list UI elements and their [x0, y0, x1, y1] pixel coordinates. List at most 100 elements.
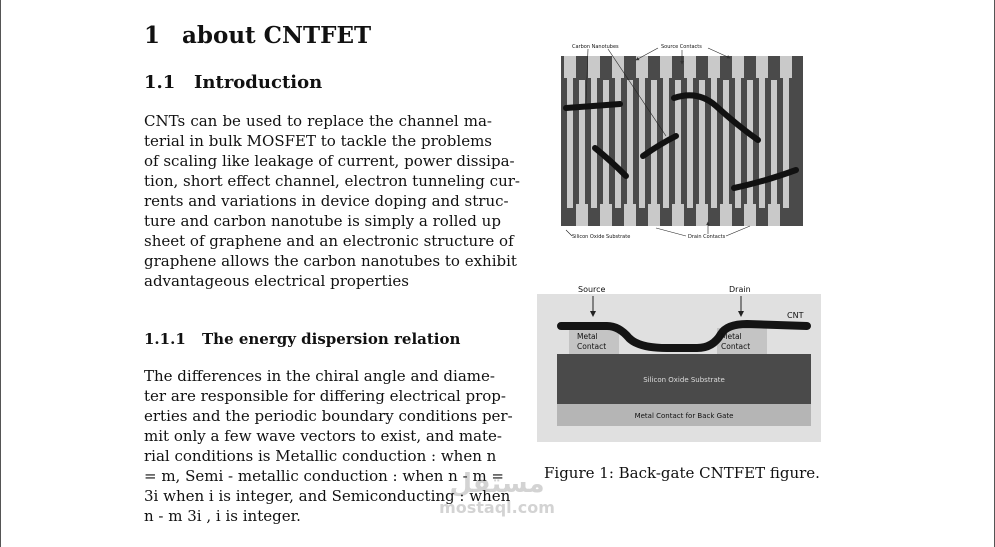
- source-finger: [567, 78, 573, 208]
- cntfet-top-view-figure: Carbon Nanotubes Source Contacts Silicon…: [561, 44, 803, 240]
- drain-contact-pad: [672, 204, 684, 226]
- subsection-title: Introduction: [194, 72, 323, 93]
- label-metal-right-2: Contact: [721, 342, 750, 351]
- label-carbon-nanotubes: Carbon Nanotubes: [572, 44, 619, 50]
- source-contact-pad: [612, 56, 624, 78]
- dispersion-line: ter are responsible for differing electr…: [144, 387, 506, 405]
- label-metal-left-2: Contact: [577, 342, 606, 351]
- dispersion-line: n - m 3i , i is integer.: [144, 507, 301, 525]
- subsection-number: 1.1: [144, 72, 176, 93]
- section-number: 1: [144, 22, 161, 49]
- source-finger: [687, 78, 693, 208]
- cnt-channel: [557, 320, 811, 352]
- nanotube-3: [640, 133, 679, 159]
- back-gate-layer: [557, 404, 811, 426]
- drain-contact-pad: [624, 204, 636, 226]
- metal-contact-left: [569, 328, 619, 354]
- pointer-source-c: [707, 47, 731, 59]
- pointer-cnt-a: [585, 48, 589, 105]
- subsection-heading: 1.1 Introduction: [144, 72, 322, 93]
- subsubsection-heading: 1.1.1 The energy dispersion relation: [144, 330, 460, 348]
- source-contact-pad: [564, 56, 576, 78]
- source-finger: [735, 78, 741, 208]
- drain-finger: [627, 80, 633, 208]
- label-silicon-oxide-substrate-2: Silicon Oxide Substrate: [643, 376, 725, 384]
- label-source-contacts: Source Contacts: [661, 44, 702, 50]
- source-contact-pad: [732, 56, 744, 78]
- watermark-arabic: مستقل: [449, 469, 545, 499]
- intro-paragraph: CNTs can be used to replace the channel …: [144, 111, 520, 291]
- source-finger: [759, 78, 765, 208]
- label-source: Source: [578, 285, 606, 294]
- dispersion-paragraph: The differences in the chiral angle and …: [144, 366, 513, 526]
- dispersion-line: 3i when i is integer, and Semiconducting…: [144, 487, 511, 505]
- intro-line: CNTs can be used to replace the channel …: [144, 112, 492, 130]
- intro-line: terial in bulk MOSFET to tackle the prob…: [144, 132, 492, 150]
- drain-finger: [579, 80, 585, 208]
- label-cnt: CNT: [787, 311, 804, 320]
- silicon-oxide-layer: [557, 354, 811, 404]
- figure-caption: Figure 1: Back-gate CNTFET figure.: [544, 464, 820, 482]
- intro-line: ture and carbon nanotube is simply a rol…: [144, 212, 501, 230]
- drain-finger: [723, 80, 729, 208]
- page-left-edge: [0, 0, 1, 547]
- subsubsection-title: The energy dispersion relation: [202, 330, 461, 348]
- subsubsection-number: 1.1.1: [144, 330, 186, 348]
- dispersion-line: rial conditions is Metallic conduction :…: [144, 447, 497, 465]
- dispersion-line: The differences in the chiral angle and …: [144, 367, 495, 385]
- source-finger: [615, 78, 621, 208]
- nanotube-2: [592, 145, 629, 179]
- label-silicon-oxide-substrate: Silicon Oxide Substrate: [572, 234, 630, 240]
- source-contact-pad: [636, 56, 648, 78]
- pointer-drain-c: [725, 225, 751, 237]
- intro-line: graphene allows the carbon nanotubes to …: [144, 252, 517, 270]
- intro-line: advantageous electrical properties: [144, 272, 409, 290]
- label-metal-left-1: Metal: [577, 332, 598, 341]
- source-contact-pad: [660, 56, 672, 78]
- label-metal-right-1: Metal: [721, 332, 742, 341]
- intro-line: tion, short effect channel, electron tun…: [144, 172, 520, 190]
- drain-finger: [771, 80, 777, 208]
- dispersion-line: = m, Semi - metallic conduction : when n…: [144, 467, 504, 485]
- source-finger: [639, 78, 645, 208]
- dispersion-line: mit only a few wave vectors to exist, an…: [144, 427, 502, 445]
- pointer-drain-a: [655, 227, 687, 237]
- drain-finger: [747, 80, 753, 208]
- watermark-latin: mostaql.com: [439, 498, 555, 517]
- section-heading: 1 about CNTFET: [144, 22, 371, 49]
- drain-finger: [675, 80, 681, 208]
- source-contact-pad: [708, 56, 720, 78]
- source-finger: [783, 78, 789, 208]
- drain-finger: [651, 80, 657, 208]
- source-contact-pad: [588, 56, 600, 78]
- nanotube-5: [731, 167, 799, 191]
- pointer-source-a: [635, 47, 659, 61]
- source-contact-pad: [780, 56, 792, 78]
- source-finger: [591, 78, 597, 208]
- intro-line: rents and variations in device doping an…: [144, 192, 509, 210]
- label-drain: Drain: [729, 285, 751, 294]
- intro-line: sheet of graphene and an electronic stru…: [144, 232, 514, 250]
- drain-contact-pad: [576, 204, 588, 226]
- drain-contact-pad: [768, 204, 780, 226]
- watermark-logo: مستقل mostaql.com: [432, 470, 562, 517]
- dispersion-line: erties and the periodic boundary conditi…: [144, 407, 513, 425]
- drain-contact-pad: [744, 204, 756, 226]
- section-title: about CNTFET: [182, 22, 372, 49]
- drain-contact-pad: [600, 204, 612, 226]
- drain-finger: [699, 80, 705, 208]
- drain-contact-pad: [720, 204, 732, 226]
- pointer-cnt-b: [607, 48, 667, 137]
- source-contact-pad: [684, 56, 696, 78]
- intro-line: of scaling like leakage of current, powe…: [144, 152, 515, 170]
- substrate-region: [561, 56, 803, 226]
- nanotube-1: [563, 101, 623, 111]
- pointer-substrate: [565, 229, 573, 237]
- drain-contact-pad: [648, 204, 660, 226]
- label-drain-contacts: Drain Contacts: [688, 234, 726, 240]
- source-finger: [711, 78, 717, 208]
- nanotube-4: [671, 92, 761, 143]
- label-back-gate: Metal Contact for Back Gate: [635, 412, 734, 420]
- drain-contact-pad: [696, 204, 708, 226]
- electrode-fingers: [564, 56, 792, 226]
